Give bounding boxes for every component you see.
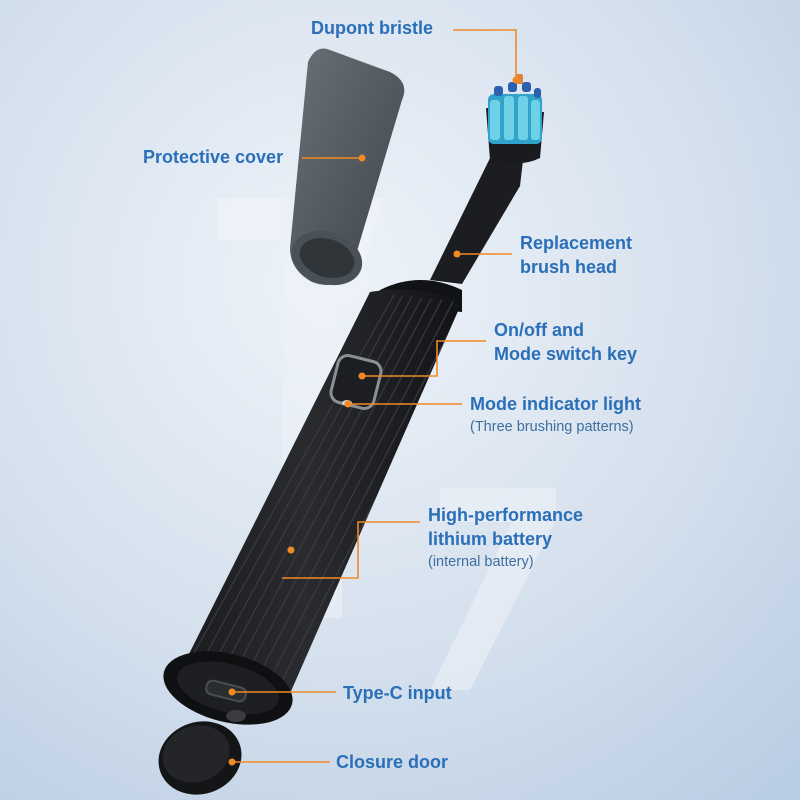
label-replacement-brush-head: Replacement brush head <box>520 233 633 277</box>
label-type-c-input: Type-C input <box>343 683 452 703</box>
label-switch-key: On/off and Mode switch key <box>494 320 638 364</box>
label-lithium-battery: High-performance lithium battery (intern… <box>428 503 583 573</box>
bristles-shape <box>488 74 542 144</box>
battery-note: (internal battery) <box>428 554 534 570</box>
handle-body-shape <box>178 289 462 699</box>
indicator-note: (Three brushing patterns) <box>470 419 634 435</box>
callout-lines <box>232 29 517 763</box>
callout-dots <box>228 76 520 766</box>
label-protective-cover: Protective cover <box>143 147 284 167</box>
closure-door-shape <box>158 721 242 795</box>
label-dupont-bristle: Dupont bristle <box>311 18 433 38</box>
label-closure-door: Closure door <box>336 752 449 772</box>
protective-cover-shape <box>290 48 405 286</box>
bottom-cap-shape <box>163 651 293 725</box>
label-mode-indicator-light: Mode indicator light (Three brushing pat… <box>470 392 641 438</box>
